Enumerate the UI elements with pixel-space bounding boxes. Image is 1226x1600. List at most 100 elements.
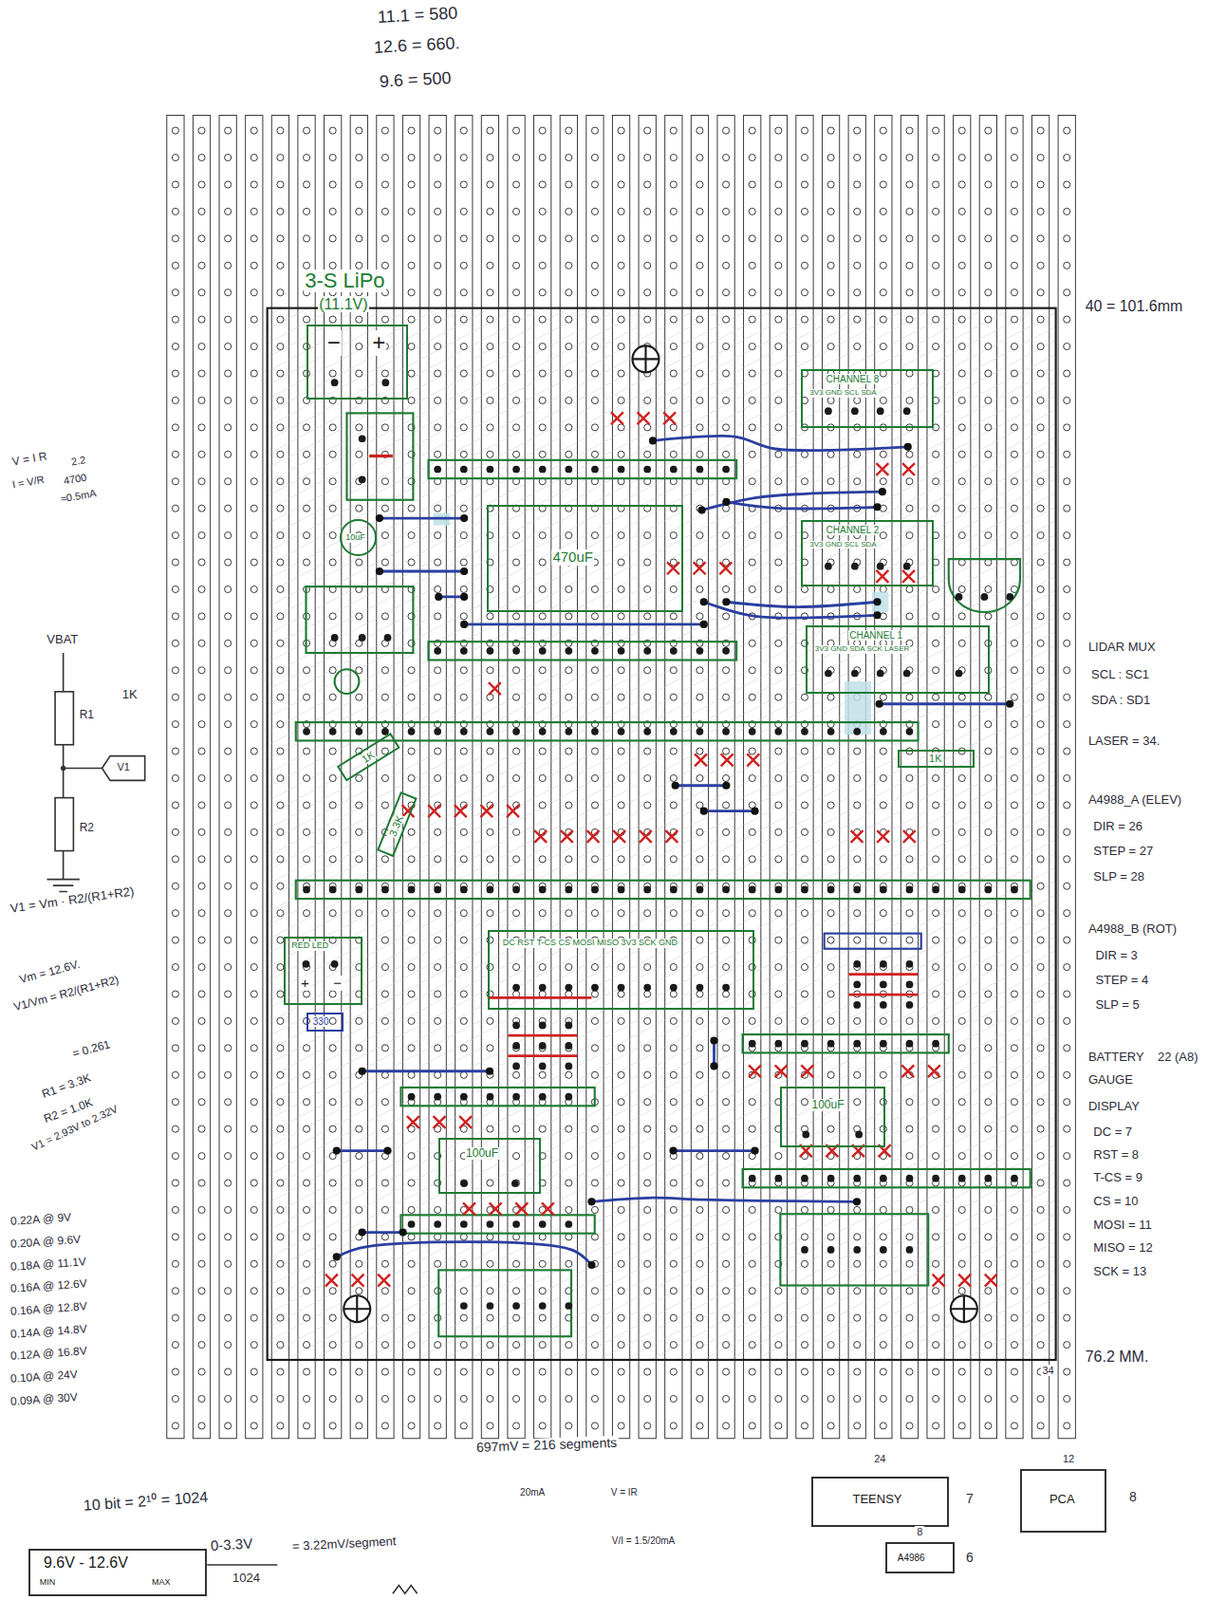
hole [486,774,494,781]
hole [854,127,861,134]
hole [644,1152,651,1160]
hole [302,693,310,701]
hole [879,774,887,781]
hole [827,1206,835,1213]
hole [486,667,494,674]
hole [355,1098,363,1106]
hole [696,207,704,215]
hole [748,693,756,701]
pin-dot [408,1220,416,1228]
hole [958,855,966,863]
hole [984,207,992,215]
wire-end [460,620,468,629]
hole [748,315,756,323]
jumper-bar [848,972,918,976]
hole [302,153,310,161]
hole [538,207,546,215]
hole [565,315,573,323]
hole [277,207,284,215]
hole [277,1098,284,1106]
hole [198,585,205,593]
hole [932,1394,940,1402]
hole [854,1314,861,1321]
pin-dot [696,647,705,655]
hole [932,1341,940,1349]
hole [879,261,887,269]
hole [984,424,992,431]
hole [723,450,730,458]
hole [198,1125,205,1133]
hole [932,1233,940,1241]
hole [932,936,940,944]
hole [434,370,442,377]
hole [198,1341,205,1349]
pin-dot [853,886,861,894]
pin-dot [486,727,495,736]
wire-end [873,502,881,511]
hole [879,1341,887,1349]
hole [906,343,913,351]
pin-dot [876,669,885,678]
hole [748,1287,756,1295]
hole [854,235,861,242]
hole [1037,1206,1044,1213]
hole [906,855,913,863]
hole [617,261,625,269]
hole [198,1098,205,1106]
pin-dot [617,465,626,474]
hole [381,990,389,998]
hole [1063,289,1071,297]
hole [775,1206,782,1213]
hole [329,127,336,134]
pin-dot [906,1174,914,1183]
hole [1063,639,1071,647]
hole [329,1260,336,1267]
hole [644,261,651,269]
hole [1010,1098,1018,1106]
wire-end [698,505,706,514]
hole [355,558,363,566]
pin-dot [879,727,888,736]
hole [381,181,389,188]
hole [1037,882,1044,890]
pin-dot [512,886,521,894]
pin-dot [851,669,859,678]
hole [879,585,887,593]
hole [277,235,284,242]
hole [723,1152,730,1160]
hole [984,1233,992,1241]
hole [1063,693,1071,701]
hole [617,235,625,242]
hole [723,1260,730,1267]
hole [198,747,205,755]
hole [827,910,835,917]
pin-dot [643,984,651,992]
hole [775,667,782,674]
hole [906,153,913,161]
hole [1037,343,1044,351]
pin-dot [748,727,757,736]
hole [538,693,546,701]
pin-dot [617,727,626,736]
hole [277,1125,284,1133]
hole [932,1098,940,1106]
hole [171,585,179,593]
pin-dot [696,886,705,894]
hole [906,1260,913,1267]
hole [591,181,598,188]
hole [355,693,363,701]
pin-dot [824,407,833,415]
hole [224,1368,232,1375]
hole [984,1125,992,1133]
wire-link [652,435,909,450]
hole [723,747,730,755]
hole [932,478,940,485]
wire-end [722,781,730,790]
hole [1010,235,1018,242]
hole [1063,450,1071,458]
hole [669,1260,677,1267]
hole [408,1368,415,1375]
hole [302,1368,310,1375]
hole [486,910,494,917]
